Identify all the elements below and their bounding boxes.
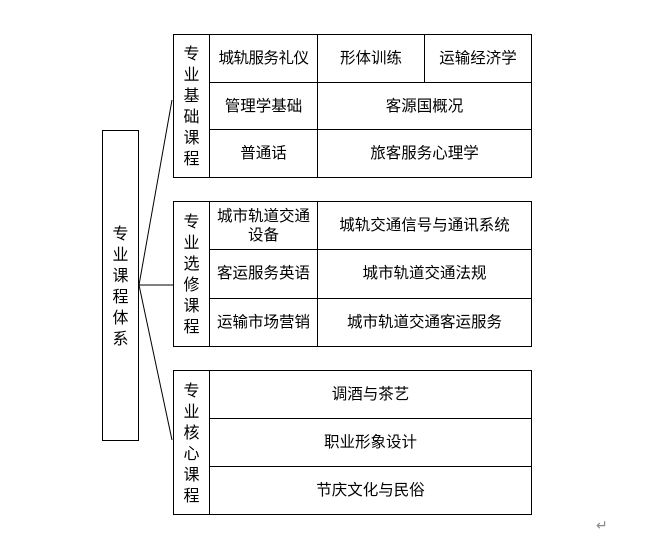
group-label-char: 业 [183,233,200,252]
group-label-char: 专 [183,44,200,63]
root-label-char: 课 [112,265,129,285]
root-label-char: 专 [112,223,129,243]
group-label-char: 心 [183,443,200,463]
group-label-char: 修 [183,275,200,294]
course-cell: 运输市场营销 [210,298,318,346]
group-elective-courses: 专 业 选 修 课 程 城市轨道交通设备 城轨交通信号与通讯系统 客运服务英语 … [173,201,532,347]
paragraph-mark-icon: ↵ [596,518,608,534]
connector-to-foundation [138,99,173,286]
course-rows: 城轨服务礼仪 形体训练 运输经济学 管理学基础 客源国概况 普通话 旅客服务心理… [210,35,531,178]
group-label-char: 程 [183,149,200,168]
group-label-char: 课 [183,296,200,315]
course-row: 普通话 旅客服务心理学 [210,130,531,178]
group-core-courses: 专 业 核 心 课 程 调酒与茶艺 职业形象设计 节庆文化与民俗 [173,370,532,515]
group-label-char: 础 [183,107,200,126]
group-label-char: 基 [183,86,200,105]
group-label-core: 专 业 核 心 课 程 [174,371,210,514]
course-rows: 调酒与茶艺 职业形象设计 节庆文化与民俗 [210,371,531,514]
course-cell: 客源国概况 [385,96,464,115]
course-cell: 节庆文化与民俗 [316,481,425,499]
course-cell: 普通话 [210,130,318,178]
group-label-char: 核 [183,422,200,442]
course-cell: 客运服务英语 [210,250,318,298]
group-foundation-courses: 专 业 基 础 课 程 城轨服务礼仪 形体训练 运输经济学 管理学基础 客源国概… [173,34,532,178]
group-label-char: 程 [183,317,200,336]
connector-to-core [138,284,173,441]
group-label-char: 程 [183,485,200,505]
course-cell: 城轨交通信号与通讯系统 [339,216,510,235]
course-row: 运输市场营销 城市轨道交通客运服务 [210,298,531,346]
root-label-char: 体 [112,307,129,327]
group-label-char: 专 [183,212,200,231]
group-label-char: 专 [183,380,200,400]
root-label-char: 系 [112,328,129,348]
group-label-char: 课 [183,464,200,484]
course-cell: 城市轨道交通设备 [210,202,318,250]
root-node-curriculum-system: 专 业 课 程 体 系 [102,130,139,441]
course-row: 调酒与茶艺 [210,371,531,419]
course-row: 职业形象设计 [210,419,531,467]
course-cell: 城市轨道交通法规 [362,264,487,283]
course-row: 城市轨道交通设备 城轨交通信号与通讯系统 [210,202,531,251]
root-label-char: 程 [112,286,129,306]
group-label-elective: 专 业 选 修 课 程 [174,202,210,346]
course-row: 管理学基础 客源国概况 [210,82,531,131]
course-row: 节庆文化与民俗 [210,467,531,514]
group-label-char: 课 [183,128,200,147]
course-cell: 城轨服务礼仪 [210,35,318,82]
group-label-char: 业 [183,401,200,421]
course-cell: 管理学基础 [210,82,318,130]
group-label-char: 选 [183,254,200,273]
course-cell: 旅客服务心理学 [370,144,479,163]
course-row: 城轨服务礼仪 形体训练 运输经济学 [210,35,531,83]
course-rows: 城市轨道交通设备 城轨交通信号与通讯系统 客运服务英语 城市轨道交通法规 运输市… [210,202,531,346]
group-label-char: 业 [183,65,200,84]
course-cell: 形体训练 [318,35,425,82]
root-label-char: 业 [112,244,129,264]
course-cell: 城市轨道交通客运服务 [346,312,502,331]
root-label: 专 业 课 程 体 系 [112,223,128,349]
course-row: 客运服务英语 城市轨道交通法规 [210,250,531,299]
course-cell: 职业形象设计 [323,433,417,451]
course-cell: 运输经济学 [439,48,517,67]
group-label-foundation: 专 业 基 础 课 程 [174,35,210,177]
course-cell: 调酒与茶艺 [331,385,410,403]
